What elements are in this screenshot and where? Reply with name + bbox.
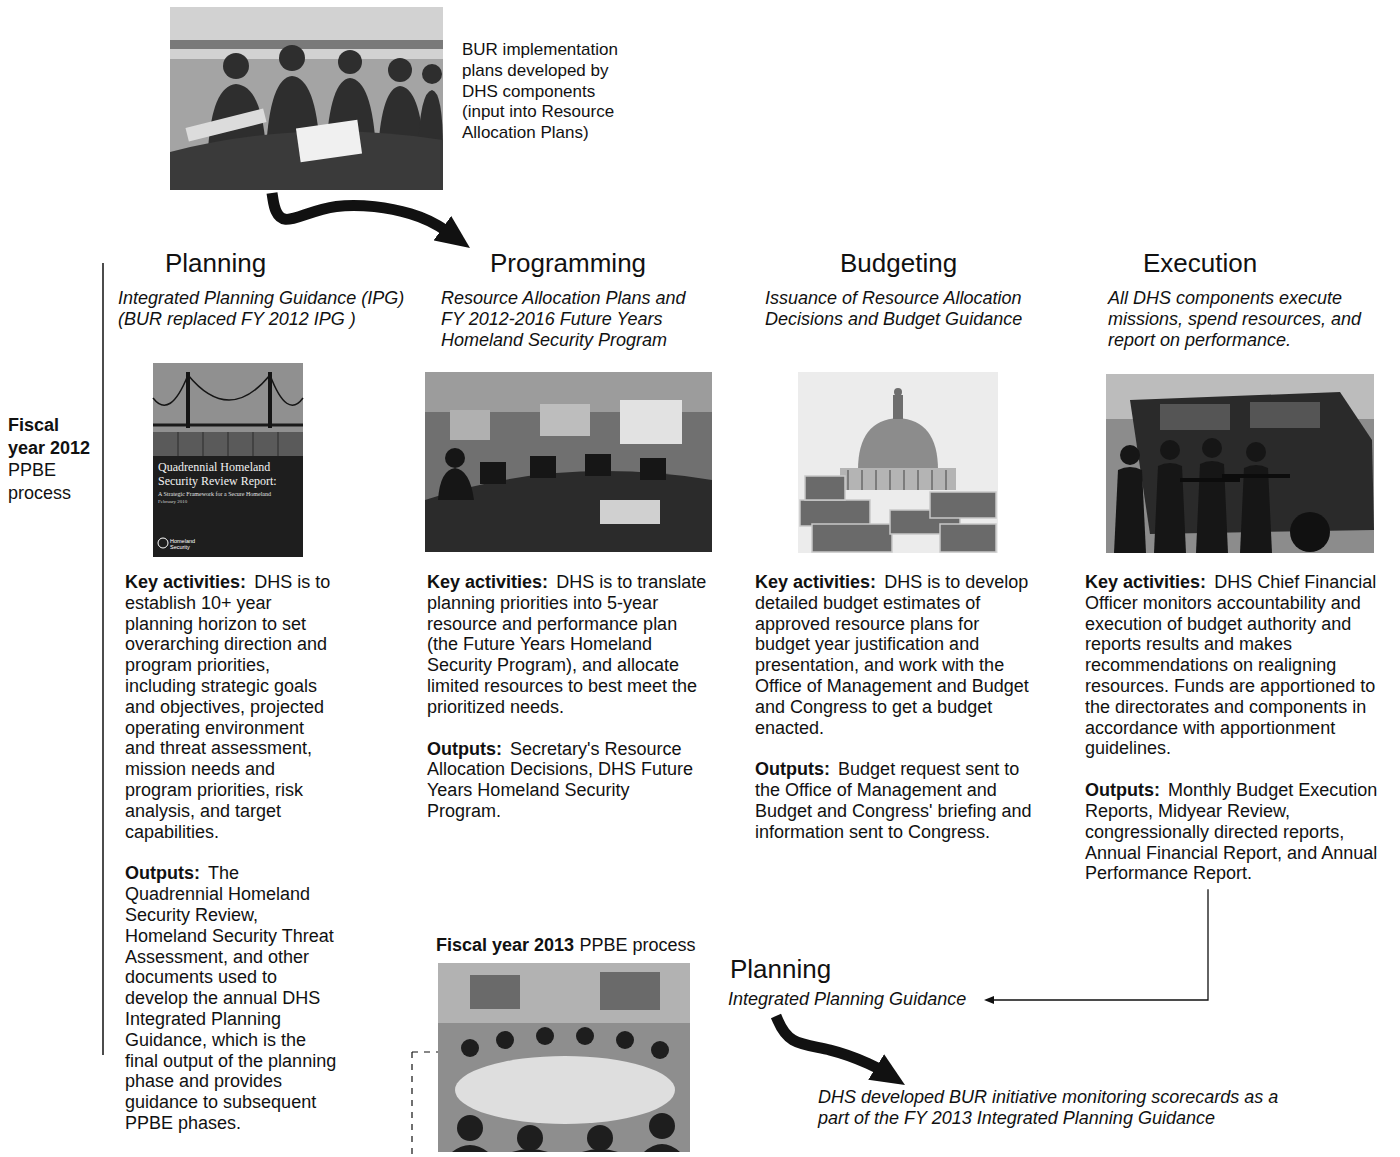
- key-activities-text: DHS is to establish 10+ year planning ho…: [125, 572, 330, 842]
- phase-description: All DHS components execute missions, spe…: [1108, 288, 1376, 351]
- phase-description: Resource Allocation Plans and FY 2012-20…: [441, 288, 703, 351]
- flow-arrow: [272, 193, 452, 235]
- process-label: PPBE process: [8, 459, 96, 504]
- cover-subtitle: A Strategic Framework for a Secure Homel…: [158, 491, 300, 498]
- tactical-team-photo: [1106, 374, 1374, 553]
- outputs-label: Outputs:: [125, 863, 200, 883]
- process-label: PPBE process: [580, 935, 696, 955]
- note-text: DHS developed BUR initiative monitoring …: [818, 1085, 1298, 1129]
- outputs-label: Outputs:: [427, 739, 502, 759]
- fiscal-year-label: Fiscal year 2012: [8, 414, 96, 459]
- phase-heading: Planning: [165, 248, 420, 278]
- capitol-money-photo: [798, 372, 998, 553]
- key-activities-label: Key activities:: [427, 572, 548, 592]
- fiscal-year-label: Fiscal year 2013: [436, 935, 574, 955]
- phase-heading: Programming: [490, 248, 720, 278]
- phase-description: Integrated Planning Guidance (IPG) (BUR …: [118, 288, 418, 330]
- execution-phase: ExecutionAll DHS components execute miss…: [1080, 248, 1396, 889]
- phase-heading: Planning: [730, 954, 984, 984]
- responders-photo: [170, 7, 443, 190]
- phase-description: Issuance of Resource Allocation Decision…: [765, 288, 1037, 330]
- outputs-text: The Quadrennial Homeland Security Review…: [125, 863, 336, 1133]
- key-activities-text: DHS Chief Financial Officer monitors acc…: [1085, 572, 1376, 758]
- key-activities-label: Key activities:: [755, 572, 876, 592]
- fy2013-planning-phase: PlanningIntegrated Planning Guidance: [726, 954, 984, 1016]
- key-activities-text: DHS is to translate planning priorities …: [427, 572, 706, 717]
- phase-heading: Execution: [1143, 248, 1396, 278]
- cover-logo-text: Homeland Security: [170, 538, 204, 550]
- key-activities-label: Key activities:: [125, 572, 246, 592]
- fiscal-year-bracket: [103, 263, 104, 1055]
- scorecards-note: DHS developed BUR initiative monitoring …: [818, 1085, 1298, 1135]
- key-activities-text: DHS is to develop detailed budget estima…: [755, 572, 1029, 738]
- key-activities-label: Key activities:: [1085, 572, 1206, 592]
- phase-heading: Budgeting: [840, 248, 1050, 278]
- budgeting-phase: BudgetingIssuance of Resource Allocation…: [750, 248, 1050, 848]
- callout-text: BUR implementation plans developed by DH…: [462, 40, 640, 144]
- phase-description: Integrated Planning Guidance: [728, 989, 982, 1010]
- meeting-room-photo: [438, 963, 690, 1152]
- flow-arrow: [987, 889, 1208, 1000]
- cover-title: Quadrennial Homeland Security Review Rep…: [158, 461, 300, 488]
- outputs-label: Outputs:: [1085, 780, 1160, 800]
- flow-arrow: [776, 1016, 886, 1073]
- operations-center-photo: [425, 372, 712, 552]
- cover-date: February 2010: [158, 499, 300, 505]
- qhsr-report-cover: [153, 363, 303, 557]
- planning-phase: PlanningIntegrated Planning Guidance (IP…: [110, 248, 420, 1139]
- outputs-label: Outputs:: [755, 759, 830, 779]
- programming-phase: ProgrammingResource Allocation Plans and…: [420, 248, 720, 827]
- bur-plans-callout: BUR implementation plans developed by DH…: [165, 3, 640, 193]
